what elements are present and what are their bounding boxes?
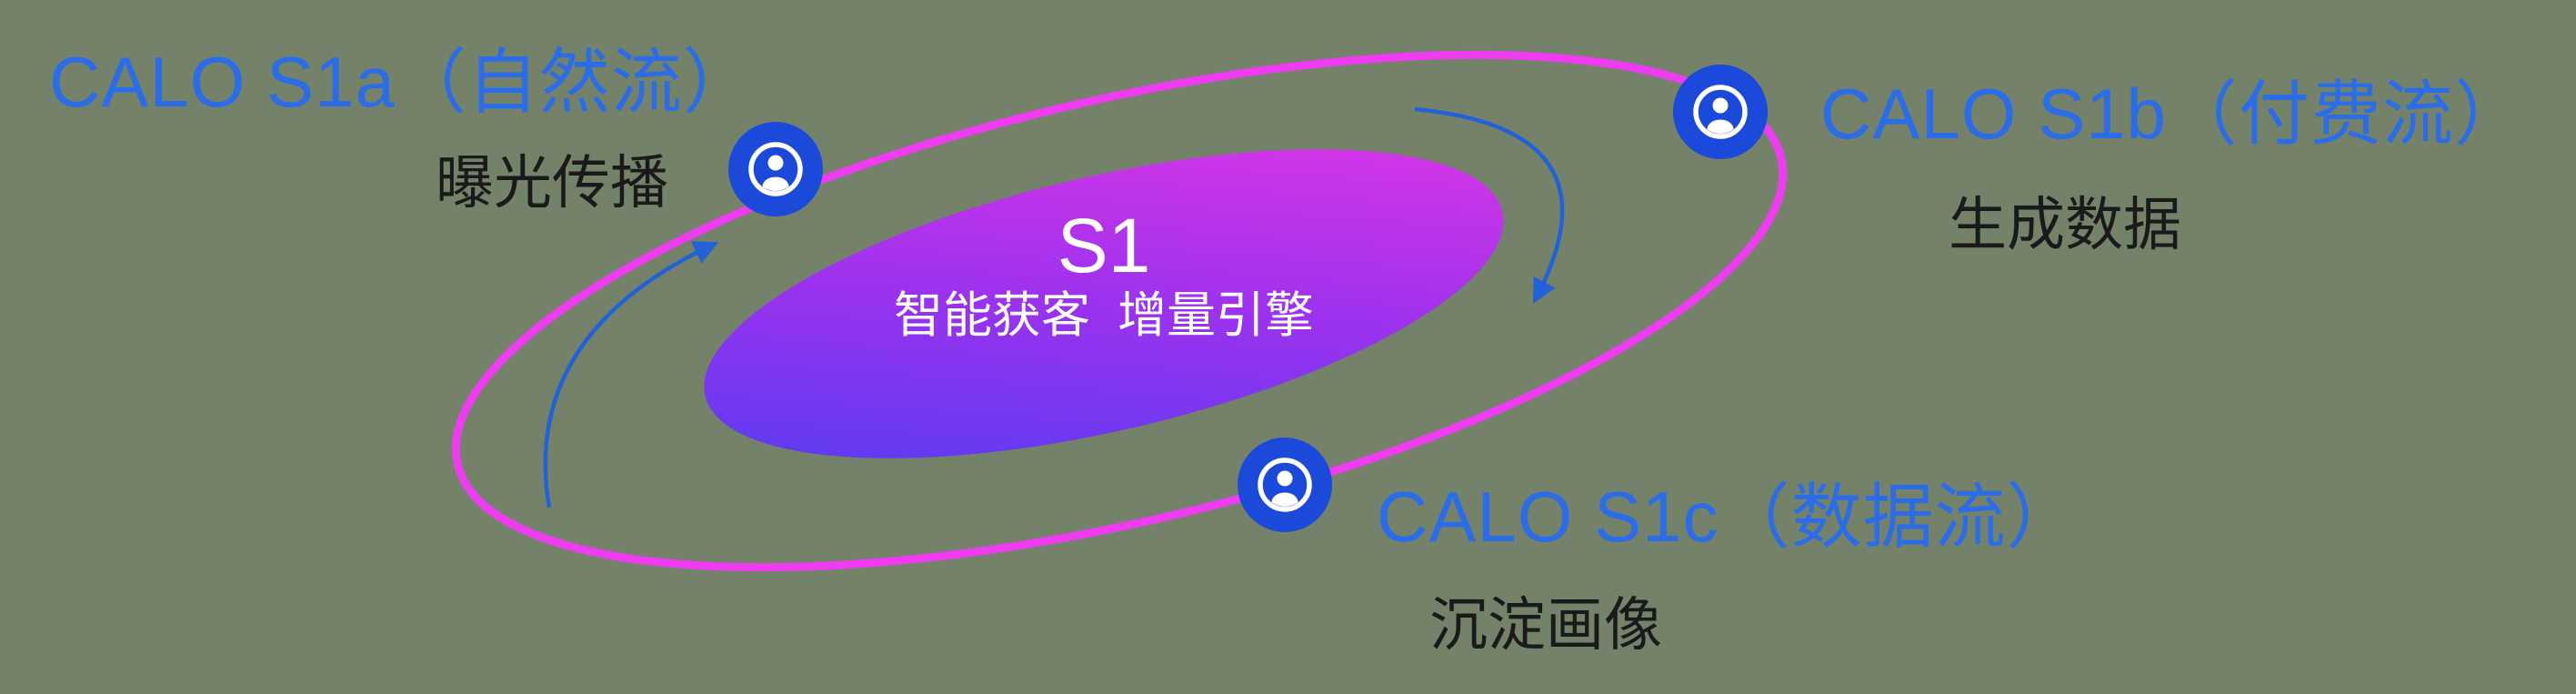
flow-arrow-left (543, 241, 719, 508)
user-icon-s1a (728, 122, 823, 216)
node-s1c-subtitle: 沉淀画像 (1429, 592, 1662, 658)
flow-arrow-right (1414, 106, 1565, 304)
core-gradient-ellipse (704, 149, 1504, 458)
user-icon-s1b (1673, 65, 1768, 159)
node-s1a-title: CALO S1a（自然流） (49, 42, 755, 122)
node-s1a-subtitle: 曝光传播 (436, 150, 668, 216)
core-subtitle: 智能获客 增量引擎 (893, 288, 1315, 343)
core-title: S1 (1057, 203, 1151, 288)
orbit-ring-ellipse (451, 50, 1788, 572)
node-s1b-title: CALO S1b（付费流） (1820, 74, 2526, 154)
user-icon-s1c (1238, 438, 1332, 532)
node-s1b-subtitle: 生成数据 (1949, 192, 2181, 257)
node-s1c-title: CALO S1c（数据流） (1377, 477, 2079, 557)
